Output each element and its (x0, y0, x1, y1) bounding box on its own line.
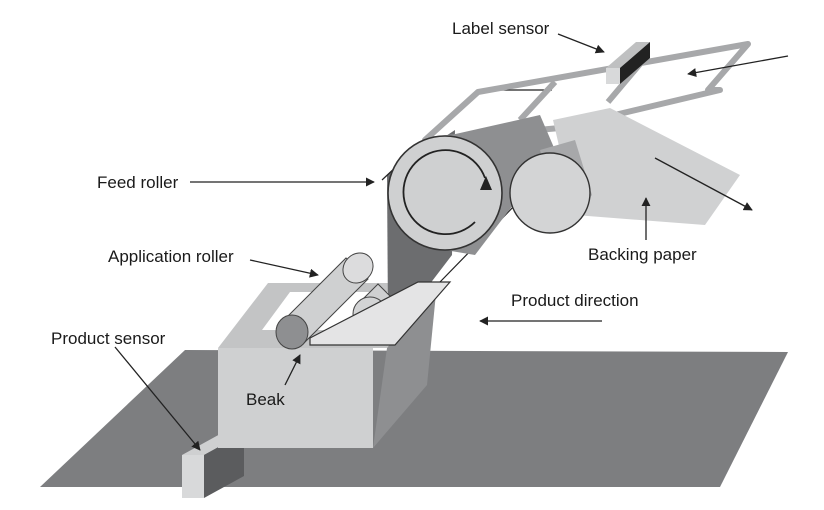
beak-plate (309, 281, 452, 346)
product-sensor-label: Product sensor (51, 329, 166, 348)
application-roller-label: Application roller (108, 247, 234, 266)
frame-direction-arrow (687, 55, 789, 78)
label-sensor (606, 42, 650, 84)
application-roller-leader (249, 259, 319, 278)
application-roller (275, 252, 374, 350)
beak-label: Beak (246, 390, 285, 409)
product-direction-label: Product direction (511, 291, 639, 310)
backing-paper-sheet (553, 108, 740, 225)
feed-roller (387, 135, 503, 251)
feed-roller-label: Feed roller (97, 173, 179, 192)
beak-leader (284, 354, 301, 386)
label-sensor-leader (557, 33, 605, 54)
drive-roller (509, 140, 592, 234)
backing-direction-arrow (654, 157, 753, 211)
label-sensor-label: Label sensor (452, 19, 550, 38)
leader-lines (114, 33, 789, 451)
product-sensor-leader (114, 346, 201, 451)
backing-paper-label: Backing paper (588, 245, 697, 264)
